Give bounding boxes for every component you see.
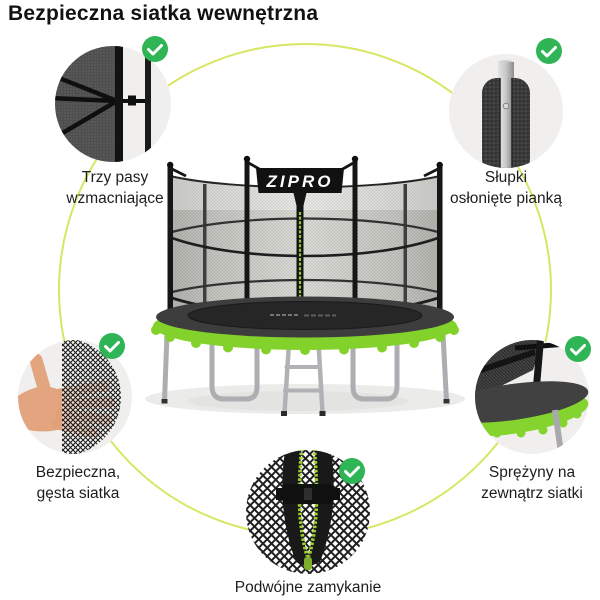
feature-photo-dense-net [18, 340, 132, 454]
label-line: gęsta siatka [36, 485, 120, 503]
mesh-overlay [62, 340, 121, 454]
leg-foot [161, 399, 168, 404]
label-line: zewnątrz siatki [481, 485, 583, 503]
feature-label-posts: Słupki osłonięte pianką [416, 167, 596, 210]
check-badge-posts [536, 38, 562, 64]
hand-on-net-photo [18, 340, 121, 454]
jumping-mat [187, 301, 423, 330]
check-badge-net [99, 333, 125, 359]
check-icon [147, 44, 163, 56]
label-line: osłonięte pianką [449, 190, 563, 208]
check-icon [541, 46, 557, 58]
net-poles [167, 155, 443, 338]
check-icon [104, 341, 120, 353]
check-badge-straps [142, 36, 168, 62]
feature-label-zipper: Podwójne zamykanie [198, 577, 418, 598]
double-zipper-photo [246, 450, 370, 574]
ladder-foot [319, 411, 326, 416]
label-line: Sprężyny na [488, 464, 576, 481]
leg-foot [443, 399, 450, 404]
feature-label-net: Bezpieczna, gęsta siatka [0, 462, 156, 505]
net-straps-photo [55, 46, 151, 162]
zipro-banner: ZIPRO [256, 168, 344, 212]
check-icon [344, 466, 360, 478]
check-icon [570, 344, 586, 356]
feature-photo-double-zipper [246, 450, 370, 574]
feature-photo-reinforcing-straps [55, 46, 171, 162]
label-line: Słupki [484, 169, 528, 186]
label-line: Podwójne zamykanie [234, 579, 382, 596]
feature-photo-foam-posts [449, 54, 563, 168]
ladder-foot [281, 411, 287, 416]
label-line: Bezpieczna, [35, 464, 121, 481]
net-entrance-pole [296, 193, 304, 315]
zipper-clip [276, 484, 340, 504]
trampoline-ladder [282, 340, 325, 416]
frame-pad [151, 296, 459, 355]
feature-label-springs: Sprężyny na zewnątrz siatki [442, 462, 600, 505]
foam-padded-post-photo [482, 60, 530, 168]
trampoline-legs [162, 331, 449, 404]
label-line: wzmacniające [66, 190, 164, 208]
label-line: Trzy pasy [81, 169, 149, 186]
page-title: Bezpieczna siatka wewnętrzna [8, 2, 319, 25]
feature-label-straps: Trzy pasy wzmacniające [25, 167, 205, 210]
zipro-logo-text: ZIPRO [266, 172, 334, 191]
check-badge-zipper [339, 458, 365, 484]
check-badge-springs [565, 336, 591, 362]
